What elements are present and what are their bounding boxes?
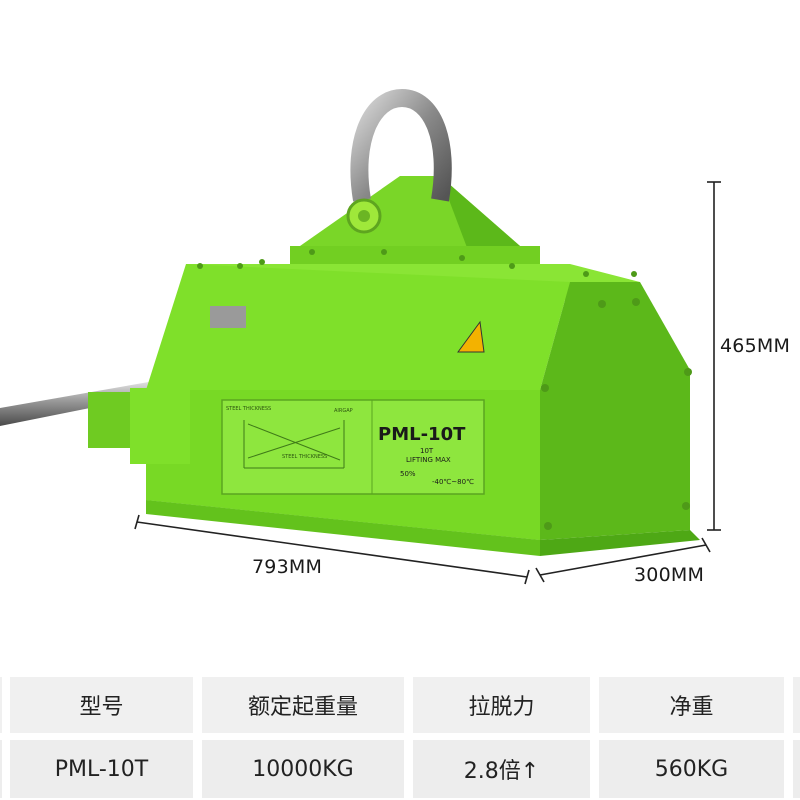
plate-capacity: 10T bbox=[420, 447, 434, 455]
plate-ratio: 50% bbox=[400, 470, 416, 478]
lifting-magnet-illustration: STEEL THICKNESS AIRGAP STEEL THICKNESS P… bbox=[0, 88, 721, 585]
header-net-weight: 净重 bbox=[599, 677, 784, 733]
small-nameplate bbox=[210, 306, 246, 328]
spec-table-value-row: PML-10T 10000KG 2.8倍↑ 560KG bbox=[0, 740, 800, 798]
high-voltage-warning-icon bbox=[457, 320, 485, 353]
value-pull-off-force: 2.8倍↑ bbox=[413, 740, 590, 798]
handle-bracket bbox=[88, 388, 190, 464]
shackle-icon bbox=[346, 88, 452, 234]
chart-label-bottom: STEEL THICKNESS bbox=[282, 454, 327, 460]
spec-table-header-row: 型号 额定起重量 拉脱力 净重 bbox=[0, 677, 800, 733]
table-edge-cell bbox=[793, 677, 800, 733]
chart-label-right: AIRGAP bbox=[334, 408, 353, 414]
handle-rod bbox=[0, 380, 160, 426]
value-model: PML-10T bbox=[10, 740, 193, 798]
header-pull-off-force: 拉脱力 bbox=[413, 677, 590, 733]
dimension-height-label: 465MM bbox=[720, 335, 791, 357]
product-photo: STEEL THICKNESS AIRGAP STEEL THICKNESS P… bbox=[0, 88, 791, 586]
dimension-lines bbox=[134, 181, 721, 585]
table-edge-cell bbox=[793, 740, 800, 798]
dimension-depth-label: 300MM bbox=[634, 564, 705, 586]
value-rated-load: 10000KG bbox=[202, 740, 404, 798]
table-edge-cell bbox=[0, 740, 2, 798]
plate-caption: LIFTING MAX bbox=[406, 456, 451, 464]
magnet-base bbox=[146, 500, 700, 556]
header-rated-load: 额定起重量 bbox=[202, 677, 404, 733]
info-plate: STEEL THICKNESS AIRGAP STEEL THICKNESS P… bbox=[221, 399, 485, 495]
table-edge-cell bbox=[0, 677, 2, 733]
chart-label-left: STEEL THICKNESS bbox=[226, 406, 271, 412]
value-net-weight: 560KG bbox=[599, 740, 784, 798]
spec-table: 型号 额定起重量 拉脱力 净重 PML-10T 10000KG 2.8倍↑ 56… bbox=[0, 677, 800, 800]
bolt-heads bbox=[197, 249, 692, 530]
header-model: 型号 bbox=[10, 677, 193, 733]
dimension-width-label: 793MM bbox=[252, 556, 323, 578]
plate-temp: -40℃~80℃ bbox=[432, 478, 474, 486]
model-plate-text: PML-10T bbox=[378, 424, 466, 445]
